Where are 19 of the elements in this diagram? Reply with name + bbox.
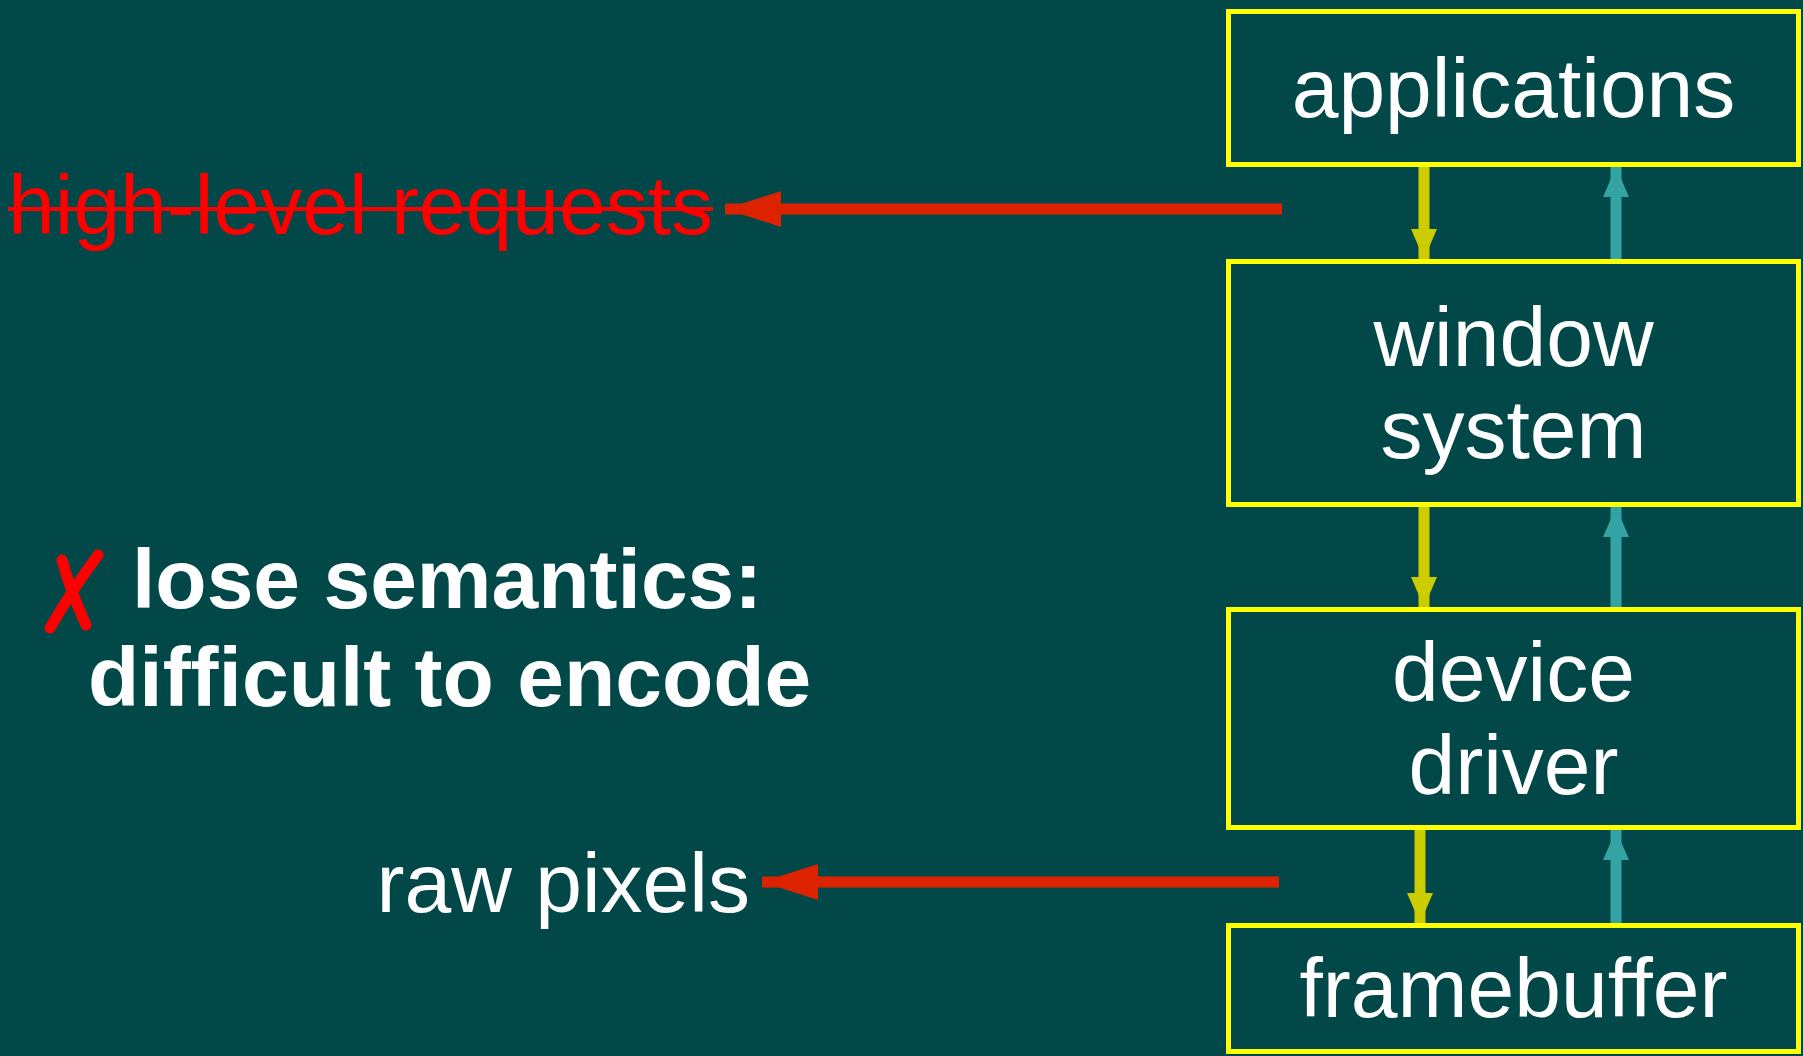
layer-box (1226, 607, 1801, 830)
note-text: lose semantics: difficult to encode (88, 531, 813, 727)
layer-box (1226, 923, 1801, 1054)
arrow (1411, 167, 1437, 259)
layer-label: framebuffer (1299, 942, 1728, 1035)
layer-label: applications (1291, 41, 1736, 135)
arrow (762, 864, 1279, 900)
arrow (1603, 507, 1629, 607)
arrow (1603, 167, 1629, 259)
arrow (1603, 830, 1629, 923)
layer-label: device driver (1391, 626, 1636, 811)
arrow (1407, 830, 1433, 923)
annotation-text: raw pixels (376, 836, 750, 930)
arrow (725, 191, 1282, 227)
layer-box (1226, 259, 1801, 507)
arrow (1411, 507, 1437, 607)
layer-box (1226, 9, 1801, 167)
layer-label: window system (1372, 290, 1655, 476)
annotation-text: high-level requests (8, 158, 714, 252)
